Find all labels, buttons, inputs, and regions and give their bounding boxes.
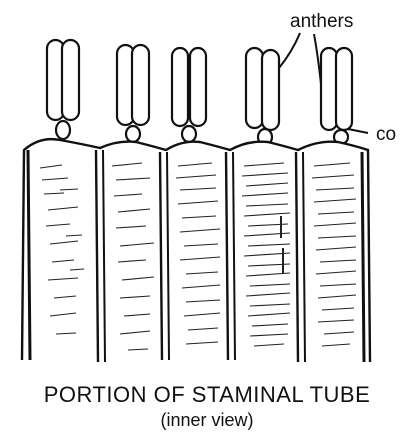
anther-3 [172, 48, 206, 142]
anther-1 [47, 40, 79, 139]
connective-label: co [376, 124, 396, 145]
connective-leader-line [348, 129, 368, 133]
anther-2 [117, 45, 149, 142]
tube-outline [22, 139, 370, 362]
anthers-label: anthers [290, 11, 353, 32]
anther-5 [321, 48, 352, 144]
anther-group [47, 40, 352, 145]
staminal-tube [22, 139, 370, 362]
anther-4 [246, 48, 279, 145]
anthers-leader-line [279, 33, 321, 84]
figure-caption-subtitle: (inner view) [0, 410, 414, 431]
figure-caption-title: PORTION OF STAMINAL TUBE [0, 382, 414, 408]
